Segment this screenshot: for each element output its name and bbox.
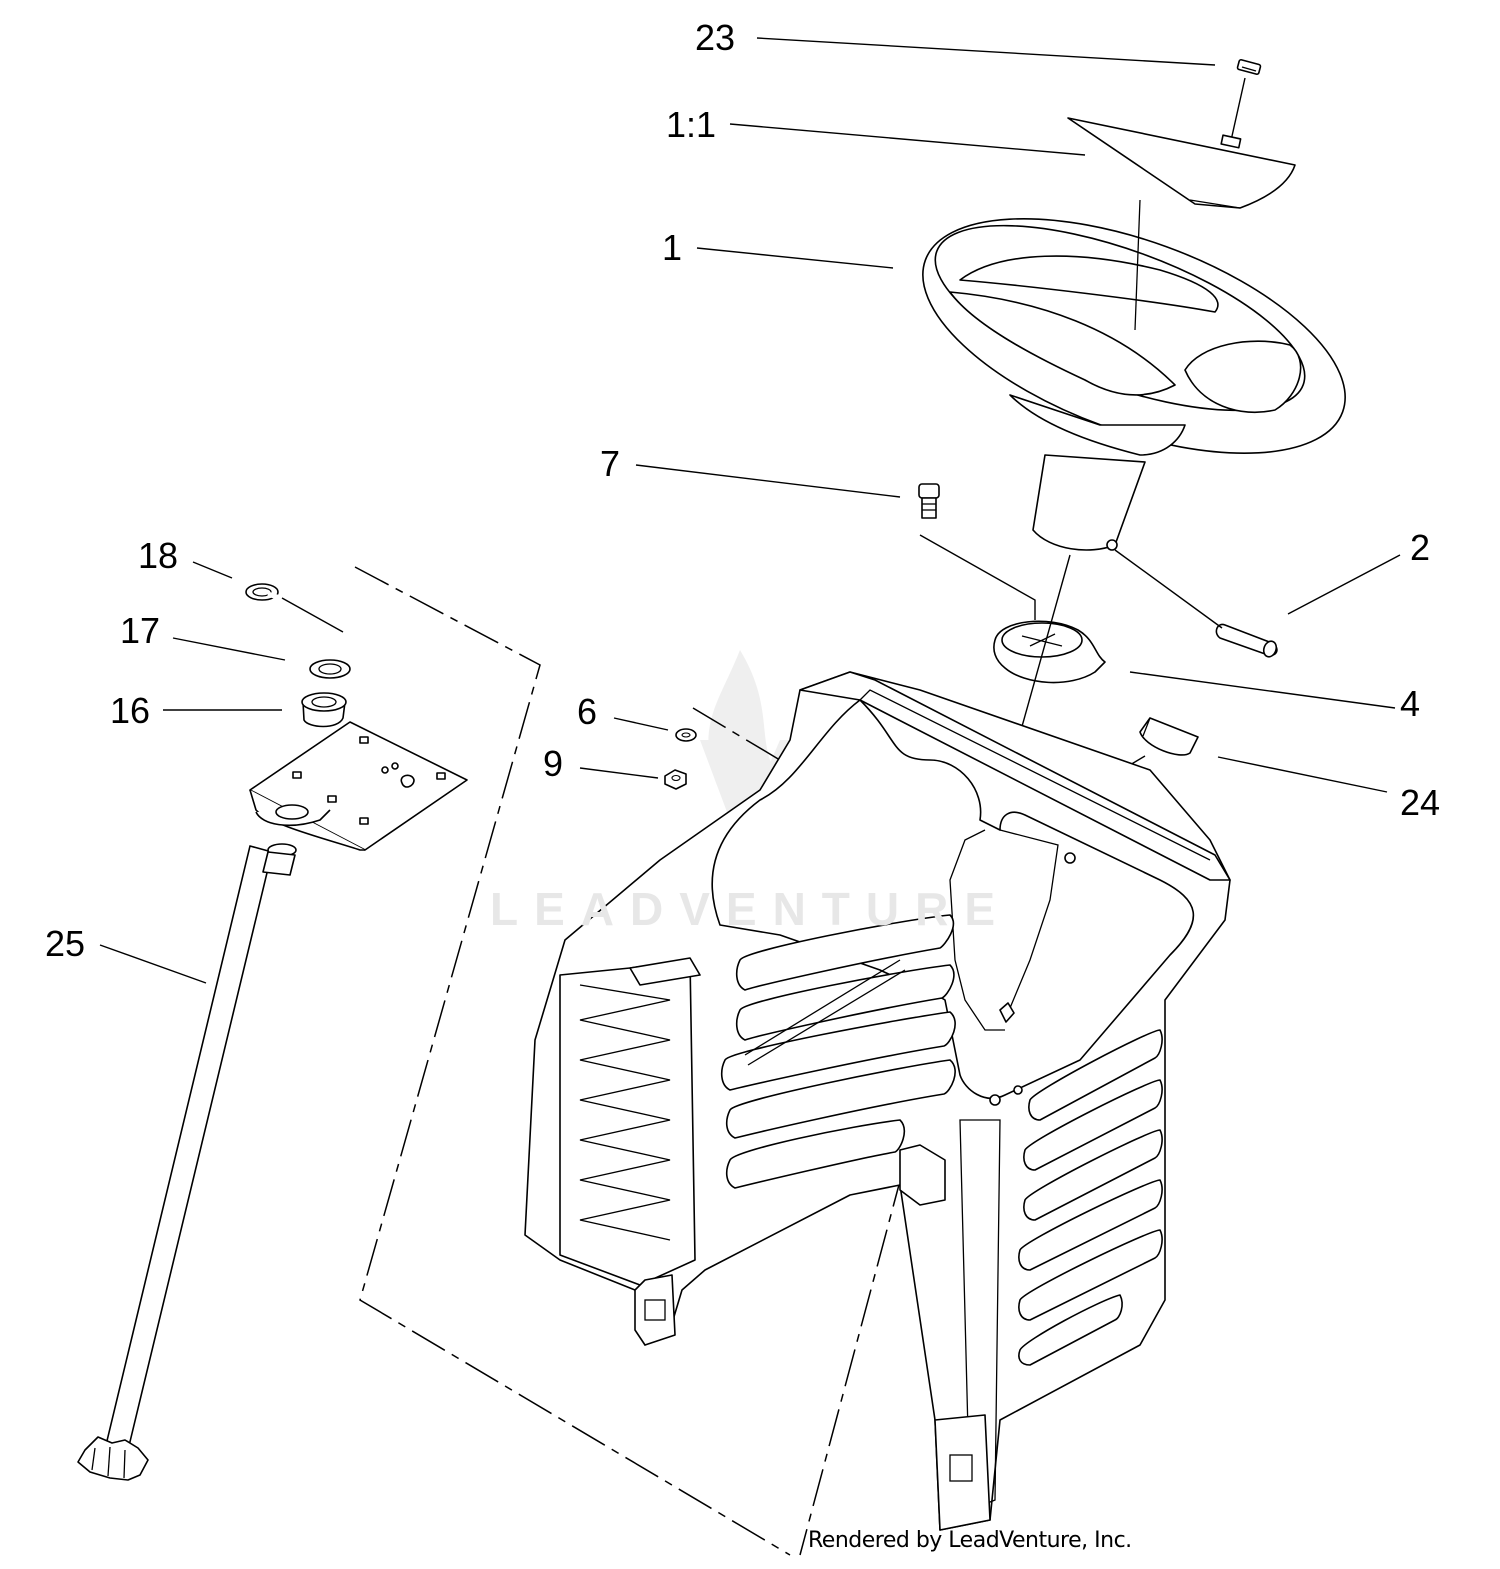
part-6-washer bbox=[675, 728, 697, 742]
leader-24 bbox=[1217, 756, 1388, 793]
leader-6 bbox=[613, 717, 669, 731]
left-louvers bbox=[720, 914, 956, 1189]
callout-1: 1 bbox=[662, 227, 683, 268]
callout-16: 16 bbox=[110, 690, 151, 731]
leader-1 bbox=[696, 247, 894, 269]
part-17-washer bbox=[309, 659, 351, 679]
part-18-e-clip bbox=[245, 583, 281, 601]
callout-24: 24 bbox=[1400, 782, 1441, 823]
leader-2 bbox=[1287, 554, 1401, 615]
leader-2-to-column bbox=[1114, 549, 1223, 629]
callout-25: 25 bbox=[45, 923, 86, 964]
callout-7: 7 bbox=[600, 443, 621, 484]
leader-23-to-insert bbox=[1229, 77, 1246, 146]
left-vent-grille bbox=[559, 957, 701, 1346]
part-23-clip bbox=[1236, 58, 1262, 76]
watermark-text: LEADVENTURE bbox=[490, 883, 1012, 935]
part-dash-tower bbox=[524, 671, 1231, 1531]
callout-4: 4 bbox=[1400, 683, 1421, 724]
part-1-steering-wheel bbox=[922, 199, 1346, 551]
callout-2: 2 bbox=[1410, 527, 1431, 568]
leader-17 bbox=[172, 637, 286, 661]
callout-23: 23 bbox=[695, 17, 736, 58]
callout-1-1: 1:1 bbox=[666, 104, 717, 145]
part-9-nut bbox=[664, 769, 687, 790]
assembly-dash-left bbox=[354, 566, 791, 1556]
leader-25 bbox=[99, 944, 207, 984]
part-1-1-insert bbox=[1067, 117, 1296, 209]
leader-4 bbox=[1129, 671, 1396, 709]
leader-1-1 bbox=[729, 123, 1086, 156]
part-2-roll-pin bbox=[1215, 623, 1278, 658]
callout-18: 18 bbox=[138, 535, 179, 576]
leader-7 bbox=[635, 464, 901, 498]
render-credit: Rendered by LeadVenture, Inc. bbox=[808, 1528, 1132, 1553]
leader-9 bbox=[579, 767, 659, 779]
leader-23 bbox=[756, 37, 1216, 66]
part-16-bushing bbox=[301, 692, 347, 728]
part-24-bracket bbox=[1139, 717, 1199, 756]
leader-18 bbox=[192, 561, 233, 579]
part-25-steering-shaft bbox=[77, 843, 297, 1481]
part-7-bolt bbox=[918, 483, 940, 519]
right-louvers bbox=[1018, 1029, 1163, 1366]
leader-18-to-shaft bbox=[281, 597, 344, 633]
callout-17: 17 bbox=[120, 610, 161, 651]
part-4-hub bbox=[993, 620, 1106, 684]
callout-9: 9 bbox=[543, 743, 564, 784]
callout-6: 6 bbox=[577, 691, 598, 732]
part-mounting-plate bbox=[249, 721, 468, 851]
leader-7-to-boss bbox=[919, 534, 1036, 620]
